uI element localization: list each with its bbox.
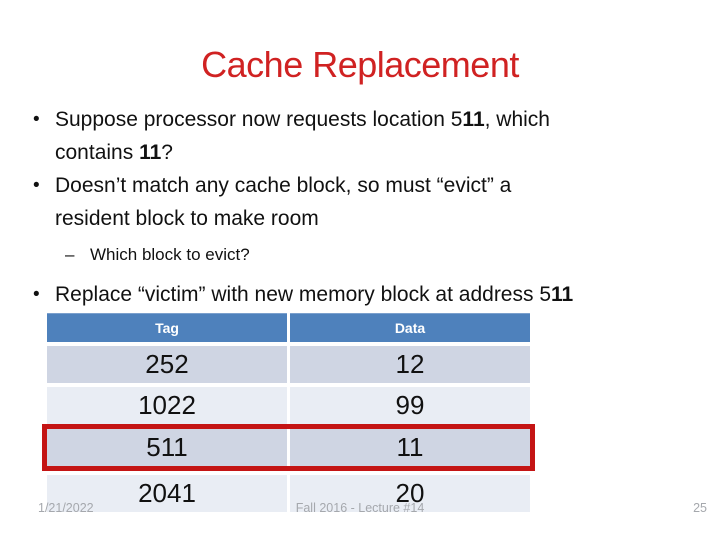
sub-bullet-which-block: – Which block to evict?: [65, 241, 703, 269]
bullet-marker-icon: •: [33, 284, 40, 305]
bullet3-pre: Replace “victim” with new memory block a…: [55, 283, 552, 306]
table-row-highlighted: 511 11: [47, 429, 530, 466]
table-row: 1022 99: [47, 387, 530, 424]
bullet-text: Suppose processor now requests location …: [55, 103, 550, 169]
tag-cell: 252: [47, 346, 287, 383]
bullet-item-request: • Suppose processor now requests locatio…: [33, 103, 703, 169]
table-row: 252 12: [47, 346, 530, 383]
evicted-row-highlight: 511 11: [42, 424, 535, 471]
bullet-marker-icon: •: [33, 109, 40, 130]
bullet1-line2-bold: 11: [139, 141, 162, 164]
tag-cell: 2041: [47, 475, 287, 512]
data-cell: 99: [290, 387, 530, 424]
bullet-text: Doesn’t match any cache block, so must “…: [55, 169, 511, 235]
bullet2-line2: resident block to make room: [55, 207, 319, 230]
data-cell: 20: [290, 475, 530, 512]
table-header-row: Tag Data: [47, 313, 530, 342]
data-cell: 11: [290, 429, 530, 466]
bullet2-line1: Doesn’t match any cache block, so must “…: [55, 174, 512, 197]
dash-marker-icon: –: [65, 245, 75, 264]
bullet-marker-icon: •: [33, 175, 40, 196]
bullet1-line1-bold: 11: [462, 108, 485, 131]
bullet1-line2-post: ?: [161, 141, 173, 164]
table-header-tag: Tag: [47, 313, 287, 342]
bullet1-line1-post: , which: [484, 108, 550, 131]
data-cell: 12: [290, 346, 530, 383]
table-header-data: Data: [290, 313, 530, 342]
bullet1-line2-pre: contains: [55, 141, 140, 164]
cache-table: Tag Data 252 12 1022 99 511 11 2041 20: [42, 313, 535, 516]
bullet-item-evict: • Doesn’t match any cache block, so must…: [33, 169, 703, 235]
footer-date: 1/21/2022: [38, 501, 94, 515]
footer-course: Fall 2016 - Lecture #14: [295, 501, 425, 515]
table-row: 2041 20: [47, 475, 530, 512]
slide-title: Cache Replacement: [201, 44, 519, 85]
bullet-text: Replace “victim” with new memory block a…: [55, 278, 573, 311]
tag-cell: 1022: [47, 387, 287, 424]
tag-cell: 511: [47, 429, 287, 466]
bullet-item-replace: • Replace “victim” with new memory block…: [33, 278, 703, 311]
bullet3-bold: 11: [551, 283, 574, 306]
bullet-list: • Suppose processor now requests locatio…: [33, 103, 703, 311]
sub-bullet-text: Which block to evict?: [90, 245, 250, 264]
footer-page-number: 25: [693, 501, 707, 515]
bullet1-line1-pre: Suppose processor now requests location …: [55, 108, 463, 131]
